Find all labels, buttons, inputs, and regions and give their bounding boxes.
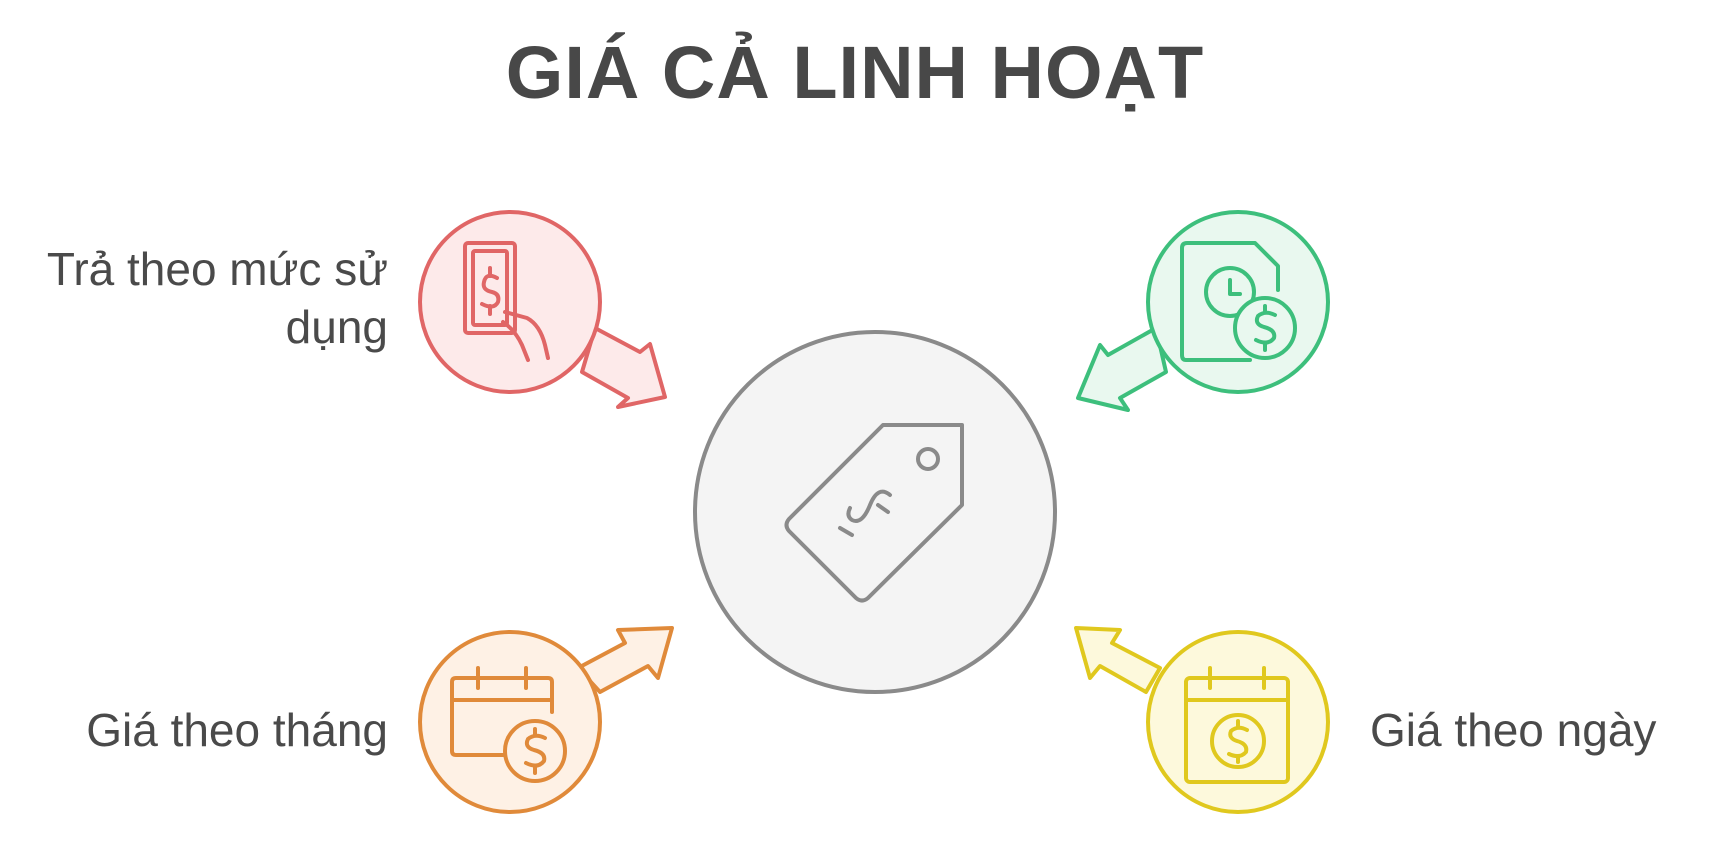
arrow-green [1076, 326, 1168, 412]
arrow-monthly [576, 626, 674, 694]
center-node [693, 330, 1057, 694]
calendar-coin-icon [1184, 666, 1290, 784]
node-monthly-pricing [418, 626, 674, 814]
price-tag-icon [784, 423, 964, 603]
node-daily-pricing [1074, 626, 1330, 814]
label-usage-pricing: Trả theo mức sử dụng [46, 243, 388, 353]
page-title: GIÁ CẢ LINH HOẠT [505, 31, 1205, 114]
document-clock-dollar-icon [1180, 241, 1297, 362]
node-daily-usage [1076, 210, 1330, 412]
hand-holding-banknote-icon [463, 241, 550, 362]
arrow-daily [1074, 626, 1162, 694]
label-monthly-pricing: Giá theo tháng [86, 704, 388, 756]
calendar-dollar-icon [450, 666, 567, 783]
label-daily-pricing: Giá theo ngày [1370, 704, 1657, 756]
node-usage-pricing [418, 210, 667, 409]
arrow-usage [580, 326, 667, 409]
